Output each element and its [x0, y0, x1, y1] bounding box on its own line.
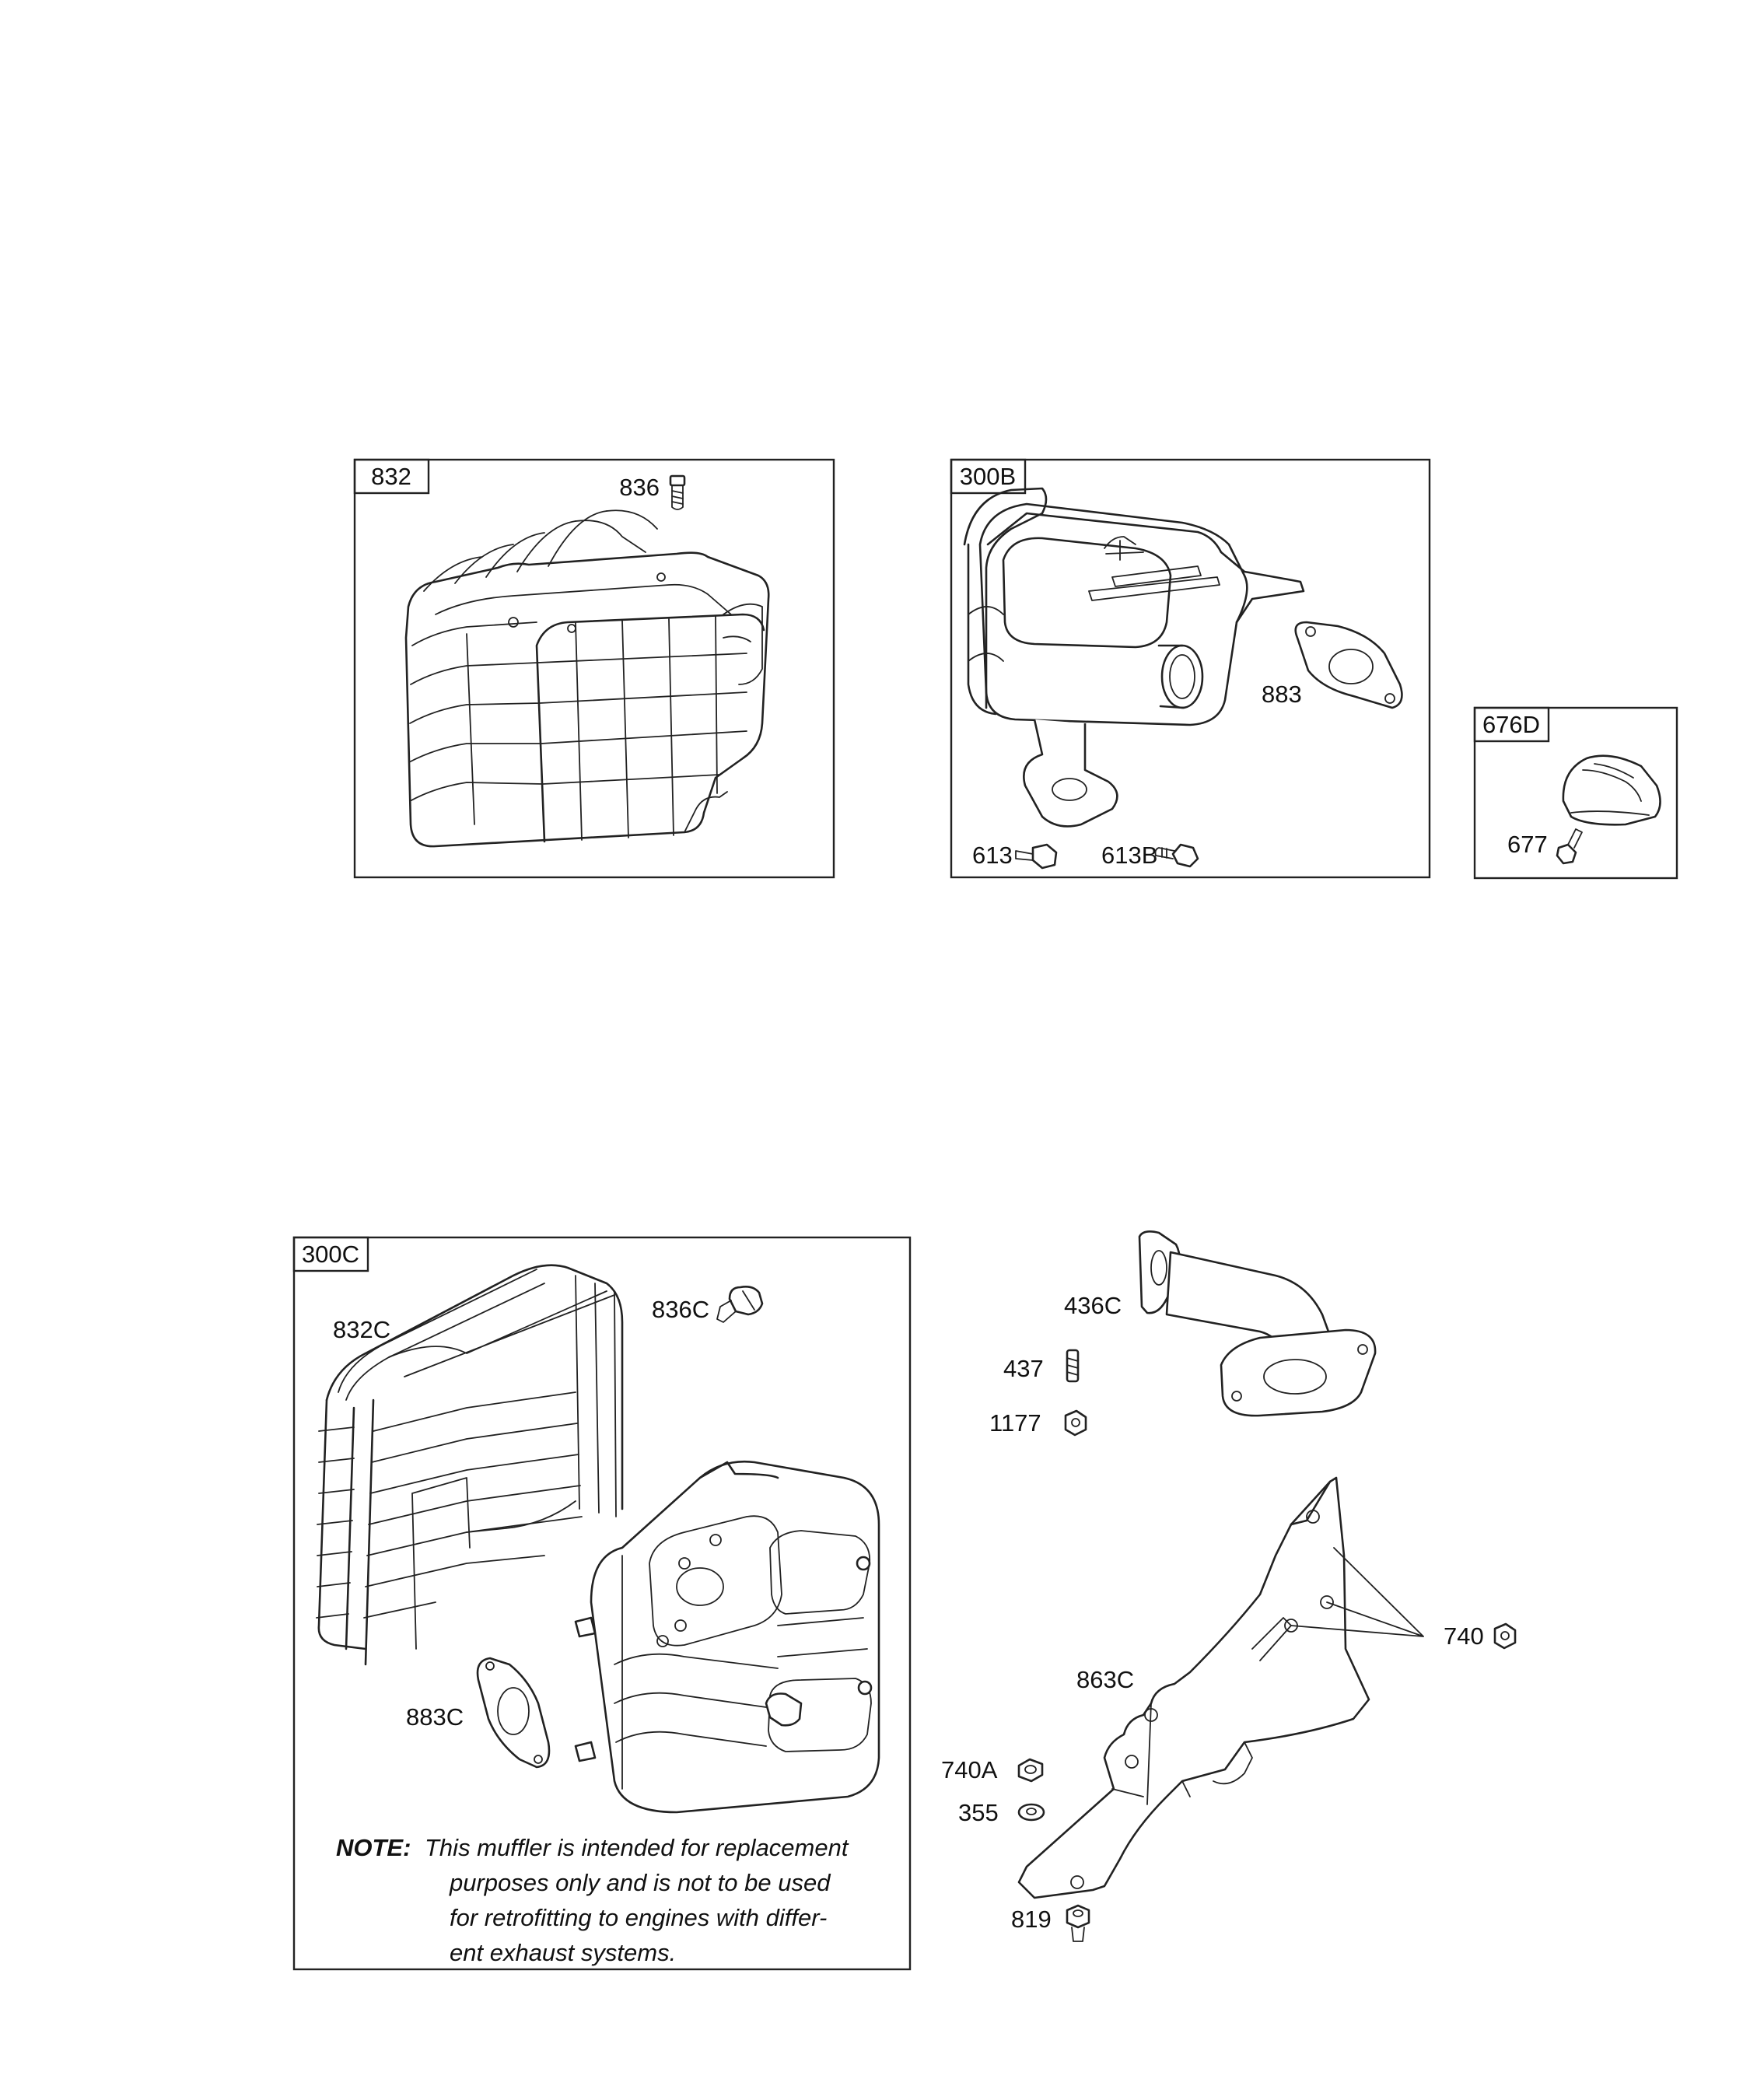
exhaust-elbow-group: 436C 437 1177: [989, 1230, 1377, 1437]
callout-613b: 613B: [1101, 842, 1157, 869]
callout-355: 355: [958, 1799, 999, 1826]
washer-355-icon: [1017, 1803, 1045, 1822]
bracket-863c-drawing: [1017, 1476, 1370, 1899]
note-heading: NOTE:: [336, 1834, 411, 1861]
panel-676d-id-box: [1473, 706, 1550, 743]
panel-832-id-box: [353, 458, 430, 495]
nut-740-icon: [1493, 1622, 1517, 1650]
leader-740: [1290, 1547, 1424, 1637]
callout-832c: 832C: [333, 1316, 390, 1343]
panel-832-id: 832: [371, 463, 411, 490]
stud-437-icon: [1066, 1349, 1080, 1383]
replacement-note: NOTE: This muffler is intended for repla…: [336, 1834, 849, 1966]
exhaust-elbow-436c-drawing: [1138, 1230, 1377, 1417]
nut-1177-icon: [1064, 1409, 1087, 1437]
muffler-300b-drawing: [963, 487, 1305, 828]
panel-300c-id-box: [292, 1236, 369, 1272]
callout-436c: 436C: [1064, 1292, 1122, 1319]
panel-300c-id: 300C: [302, 1241, 359, 1268]
note-line-1: This muffler is intended for replacement: [425, 1834, 849, 1861]
note-line-3: for retrofitting to engines with differ-: [450, 1904, 827, 1931]
muffler-guard-cage-drawing: [404, 509, 770, 848]
bolt-677-icon: [1556, 828, 1583, 865]
gasket-883c-drawing: [476, 1657, 551, 1769]
panel-676d-id: 676D: [1482, 711, 1540, 738]
panel-300b-frame: [950, 458, 1431, 879]
callout-836: 836: [619, 474, 660, 501]
callout-863c: 863C: [1076, 1666, 1134, 1693]
panel-676d: 676D 677: [1473, 706, 1678, 880]
muffler-300c-drawing: [574, 1460, 880, 1814]
callout-677: 677: [1507, 831, 1548, 858]
gasket-883-drawing: [1294, 621, 1403, 709]
panel-300c-frame: [292, 1236, 912, 1971]
bolt-836-icon: [669, 474, 686, 510]
panel-300b-id-box: [950, 458, 1027, 495]
panel-300b: 300B: [950, 458, 1431, 879]
spark-arrester-deflector-drawing: [1562, 754, 1661, 826]
callout-740a: 740A: [941, 1756, 998, 1783]
callout-1177: 1177: [989, 1409, 1041, 1437]
callout-836c: 836C: [652, 1296, 709, 1323]
muffler-bracket-group: 740 863C 740A 355 819: [941, 1476, 1517, 1942]
panel-832-frame: [353, 458, 835, 879]
callout-883c: 883C: [406, 1703, 464, 1731]
panel-300c: 300C 832C 836C: [292, 1236, 912, 1971]
nut-740a-icon: [1017, 1758, 1044, 1783]
bolt-613b-icon: [1154, 843, 1199, 868]
bolt-613-icon: [1015, 843, 1058, 870]
callout-437: 437: [1003, 1355, 1044, 1382]
guard-832c-drawing: [316, 1264, 624, 1666]
bolt-836c-icon: [716, 1286, 764, 1323]
bolt-819-icon: [1066, 1904, 1090, 1942]
panel-676d-frame: [1473, 706, 1678, 880]
note-line-4: ent exhaust systems.: [450, 1939, 676, 1966]
callout-819: 819: [1011, 1906, 1052, 1933]
note-line-2: purposes only and is not to be used: [449, 1869, 831, 1896]
panel-832: 832 836: [353, 458, 835, 879]
callout-883: 883: [1262, 681, 1302, 708]
panel-300b-id: 300B: [960, 463, 1016, 490]
callout-740: 740: [1444, 1622, 1484, 1650]
callout-613: 613: [972, 842, 1013, 869]
